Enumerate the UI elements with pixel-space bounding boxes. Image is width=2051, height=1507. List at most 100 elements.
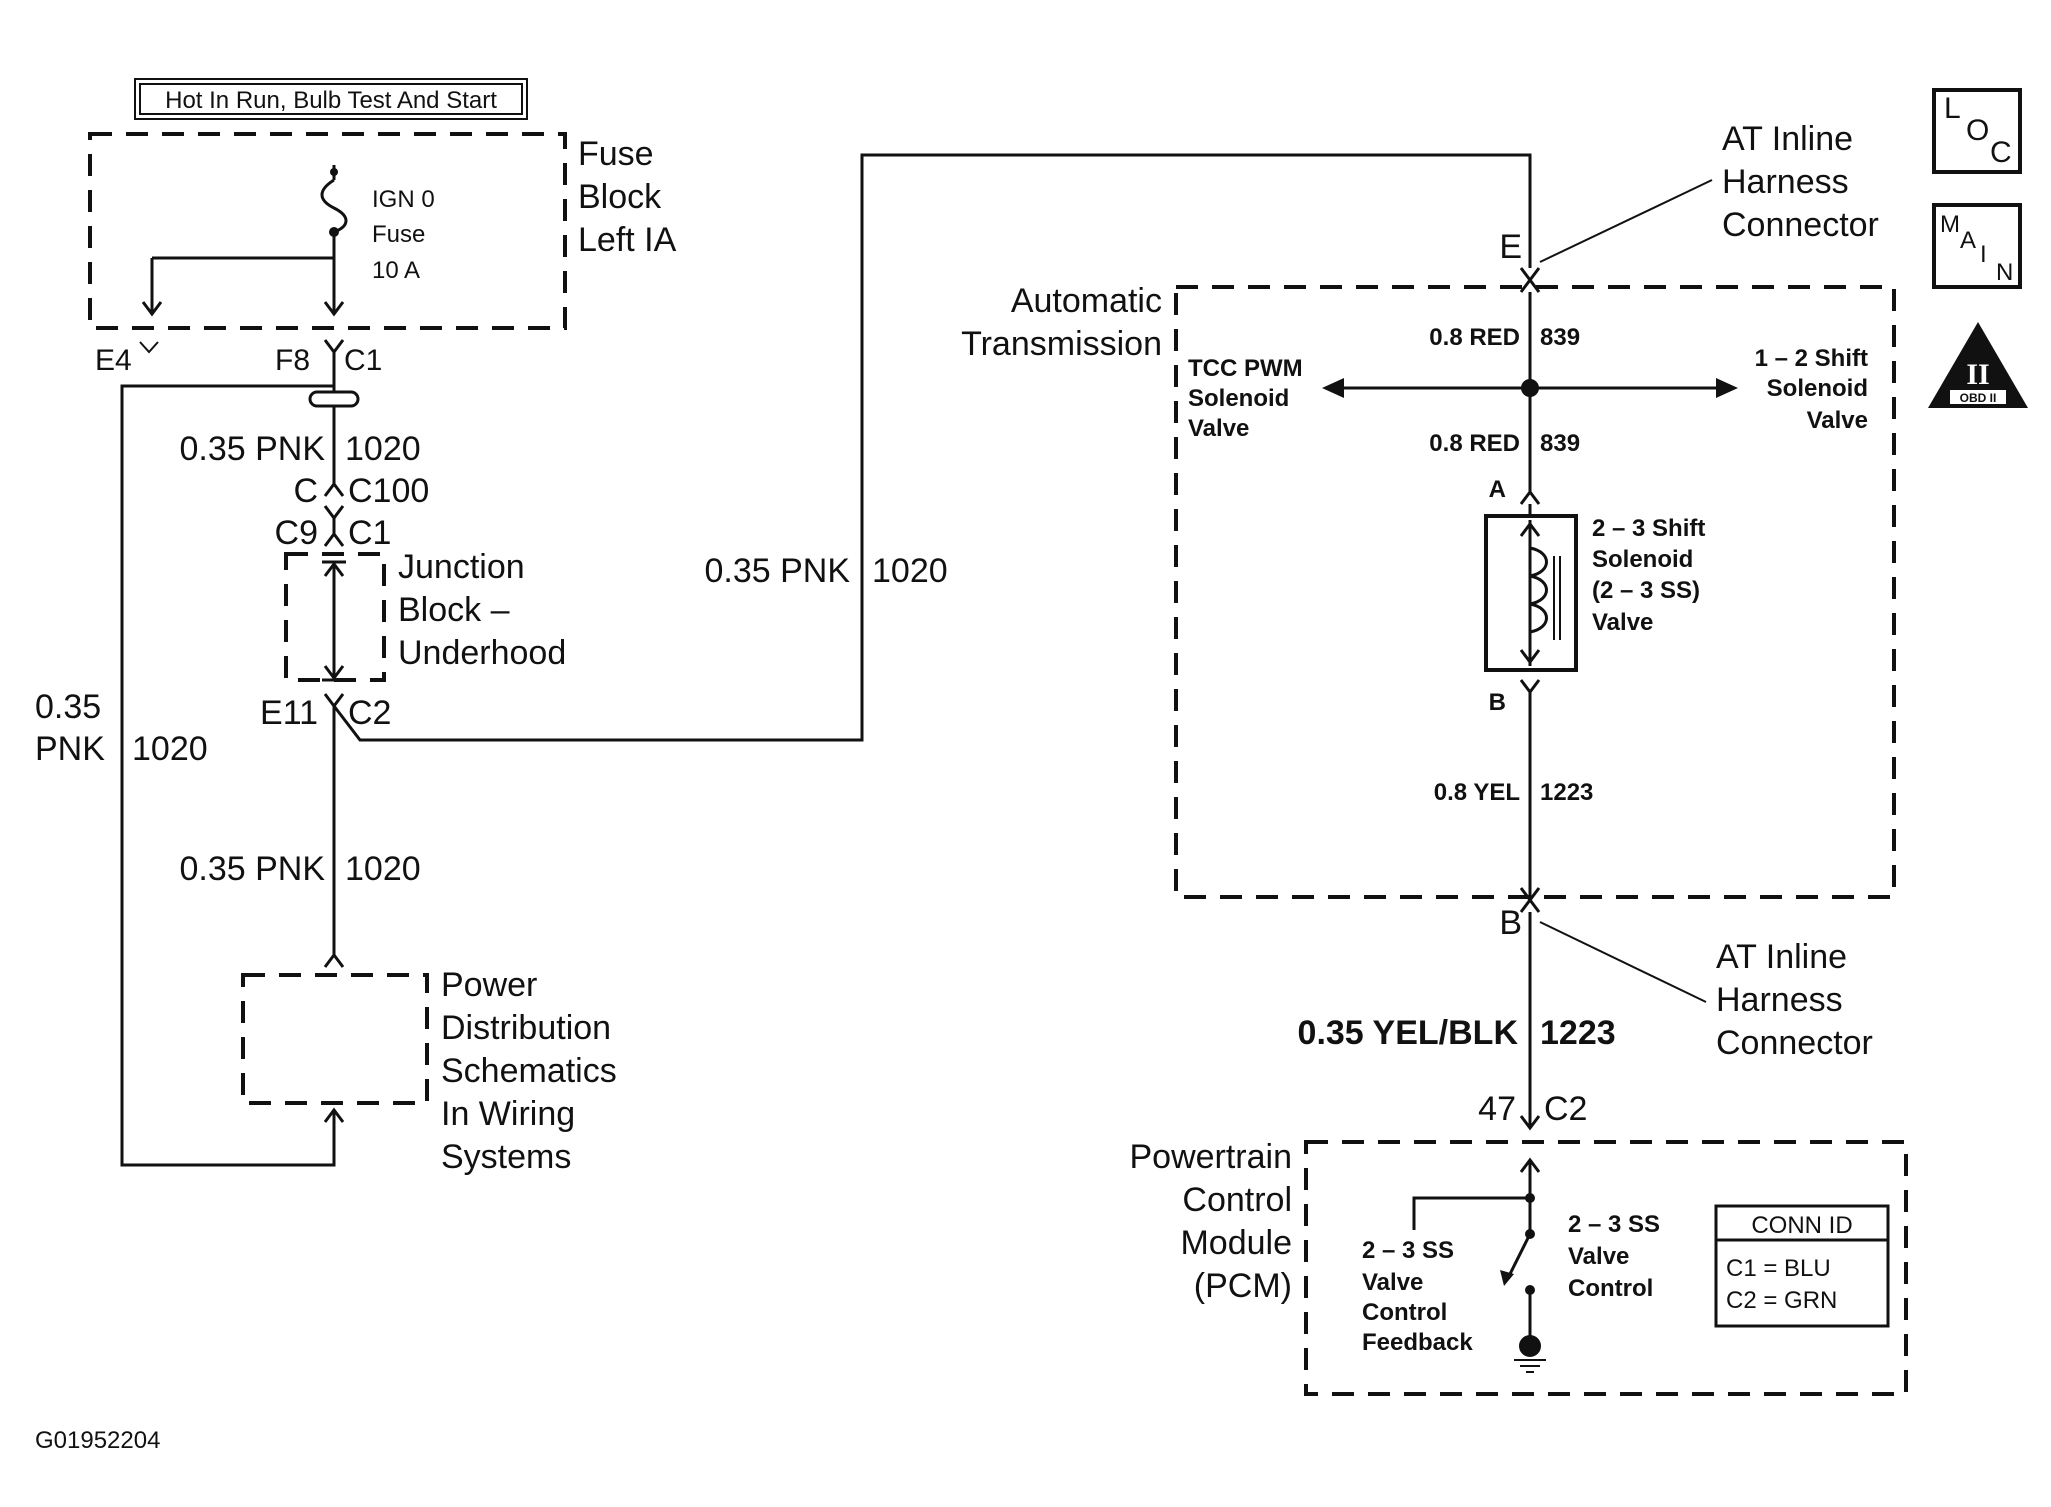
switch-icon xyxy=(1506,1233,1532,1279)
power-dist-title-1: Power xyxy=(441,966,537,1004)
fuse-block-title-3: Left IA xyxy=(578,221,677,259)
pcm-title-2: Control xyxy=(1182,1181,1292,1219)
control-label-3: Control xyxy=(1568,1275,1653,1302)
loc-icon[interactable]: L O C xyxy=(1932,88,2022,174)
svg-text:I: I xyxy=(1980,241,1987,268)
main-icon[interactable]: M A I N xyxy=(1932,203,2022,289)
connector-top-title-2: Harness xyxy=(1722,163,1849,201)
wire-pnk-left-gauge-1: 0.35 xyxy=(35,688,101,726)
svg-text:L: L xyxy=(1944,92,1961,125)
connector-bottom-pin: B xyxy=(1499,904,1522,942)
obd-ii-icon[interactable]: II OBD II xyxy=(1928,322,2028,408)
power-distribution-box: Power Distribution Schematics In Wiring … xyxy=(241,966,617,1176)
term-f8: F8 xyxy=(275,344,310,377)
solenoid-label-1: 2 – 3 Shift xyxy=(1592,515,1705,542)
connector-top-title-1: AT Inline xyxy=(1722,120,1853,158)
header-label-box: Hot In Run, Bulb Test And Start xyxy=(134,78,528,120)
svg-text:M: M xyxy=(1940,211,1960,238)
pcm-title-1: Powertrain xyxy=(1129,1138,1292,1176)
pin-a: A xyxy=(1489,476,1506,503)
control-label-2: Valve xyxy=(1568,1243,1629,1270)
wire-pnk-mid-circuit: 1020 xyxy=(872,552,948,590)
shift12-label-2: Solenoid xyxy=(1767,375,1868,402)
power-dist-title-3: Schematics xyxy=(441,1052,617,1090)
pcm-conn: C2 xyxy=(1544,1090,1587,1128)
wire-red-bottom-gauge: 0.8 RED xyxy=(1429,430,1520,457)
tcc-label-1: TCC PWM xyxy=(1188,355,1303,382)
jb-title-1: Junction xyxy=(398,548,525,586)
solenoid-label-2: Solenoid xyxy=(1592,546,1693,573)
figure-id: G01952204 xyxy=(35,1427,160,1454)
power-dist-title-4: In Wiring xyxy=(441,1095,575,1133)
pin-b: B xyxy=(1489,689,1506,716)
jb-title-2: Block – xyxy=(398,591,510,629)
fuse-icon xyxy=(320,178,348,234)
wire-yel-blk-gauge: 0.35 YEL/BLK xyxy=(1298,1014,1519,1052)
wire-pnk-2-gauge: 0.35 PNK xyxy=(179,850,325,888)
connector-top-pin: E xyxy=(1499,228,1522,266)
svg-text:A: A xyxy=(1960,227,1976,254)
wire-pnk-1-gauge: 0.35 PNK xyxy=(179,430,325,468)
wire-red-top-circuit: 839 xyxy=(1540,324,1580,351)
svg-text:N: N xyxy=(1996,259,2013,286)
solenoid-label-4: Valve xyxy=(1592,609,1653,636)
jb-pin-bottom: E11 xyxy=(260,694,318,732)
fuse-block-title-2: Block xyxy=(578,178,662,216)
fuse-block-title-1: Fuse xyxy=(578,135,654,173)
svg-text:O: O xyxy=(1966,114,1989,147)
shift12-label-1: 1 – 2 Shift xyxy=(1755,345,1868,372)
feedback-label-4: Feedback xyxy=(1362,1329,1473,1356)
connector-bottom-title-2: Harness xyxy=(1716,981,1843,1019)
svg-text:OBD II: OBD II xyxy=(1960,391,1997,405)
pcm-title-3: Module xyxy=(1180,1224,1292,1262)
shift12-label-3: Valve xyxy=(1807,407,1868,434)
connector-bottom-title-3: Connector xyxy=(1716,1024,1873,1062)
wire-yel-circuit: 1223 xyxy=(1540,779,1593,806)
conn-id-row-2: C2 = GRN xyxy=(1726,1287,1837,1314)
tcc-label-3: Valve xyxy=(1188,415,1249,442)
tcc-label-2: Solenoid xyxy=(1188,385,1289,412)
fuse-label-3: 10 A xyxy=(372,257,420,284)
jb-title-3: Underhood xyxy=(398,634,566,672)
auto-trans-title-2: Transmission xyxy=(961,325,1162,363)
power-dist-title-5: Systems xyxy=(441,1138,571,1176)
wire-yel-blk-circuit: 1223 xyxy=(1540,1014,1616,1052)
wire-pnk-1-circuit: 1020 xyxy=(345,430,421,468)
splice-icon xyxy=(308,390,360,408)
solenoid-label-3: (2 – 3 SS) xyxy=(1592,577,1700,604)
power-dist-title-2: Distribution xyxy=(441,1009,611,1047)
ground-icon xyxy=(1519,1335,1541,1357)
wire-red-bottom-circuit: 839 xyxy=(1540,430,1580,457)
wire-yel-gauge: 0.8 YEL xyxy=(1434,779,1520,806)
jb-conn-bottom: C2 xyxy=(348,694,391,732)
pcm-pin: 47 xyxy=(1478,1090,1516,1128)
jb-pin-top: C9 xyxy=(275,514,318,552)
feedback-label-3: Control xyxy=(1362,1299,1447,1326)
conn-id-row-1: C1 = BLU xyxy=(1726,1255,1831,1282)
control-label-1: 2 – 3 SS xyxy=(1568,1211,1660,1238)
c100-conn: C100 xyxy=(348,472,429,510)
connector-bottom-title-1: AT Inline xyxy=(1716,938,1847,976)
feedback-label-2: Valve xyxy=(1362,1269,1423,1296)
wire-pnk-2-circuit: 1020 xyxy=(345,850,421,888)
conn-id-table: CONN ID C1 = BLU C2 = GRN xyxy=(1714,1204,1890,1328)
term-c1: C1 xyxy=(344,344,382,377)
fuse-label-1: IGN 0 xyxy=(372,186,435,213)
c100-pin: C xyxy=(293,472,318,510)
feedback-label-1: 2 – 3 SS xyxy=(1362,1237,1454,1264)
svg-text:II: II xyxy=(1966,358,1989,391)
fuse-label-2: Fuse xyxy=(372,221,425,248)
connector-top-title-3: Connector xyxy=(1722,206,1879,244)
fuse-block: Fuse Block Left IA IGN 0 Fuse 10 A xyxy=(88,132,677,330)
automatic-transmission-box: Automatic Transmission 0.8 RED 839 TCC P… xyxy=(961,282,1896,900)
svg-text:C: C xyxy=(1990,136,2012,169)
pcm-box: Powertrain Control Module (PCM) 2 – 3 SS… xyxy=(1129,1138,1908,1396)
pcm-title-4: (PCM) xyxy=(1194,1267,1292,1305)
wire-pnk-left-gauge-2: PNK xyxy=(35,730,105,768)
wire-red-top-gauge: 0.8 RED xyxy=(1429,324,1520,351)
wire-pnk-left-circuit: 1020 xyxy=(132,730,208,768)
conn-id-header: CONN ID xyxy=(1751,1212,1852,1239)
jb-conn-top: C1 xyxy=(348,514,391,552)
junction-block: C9 C1 Junction Block – Underhood E11 C2 xyxy=(260,514,566,732)
